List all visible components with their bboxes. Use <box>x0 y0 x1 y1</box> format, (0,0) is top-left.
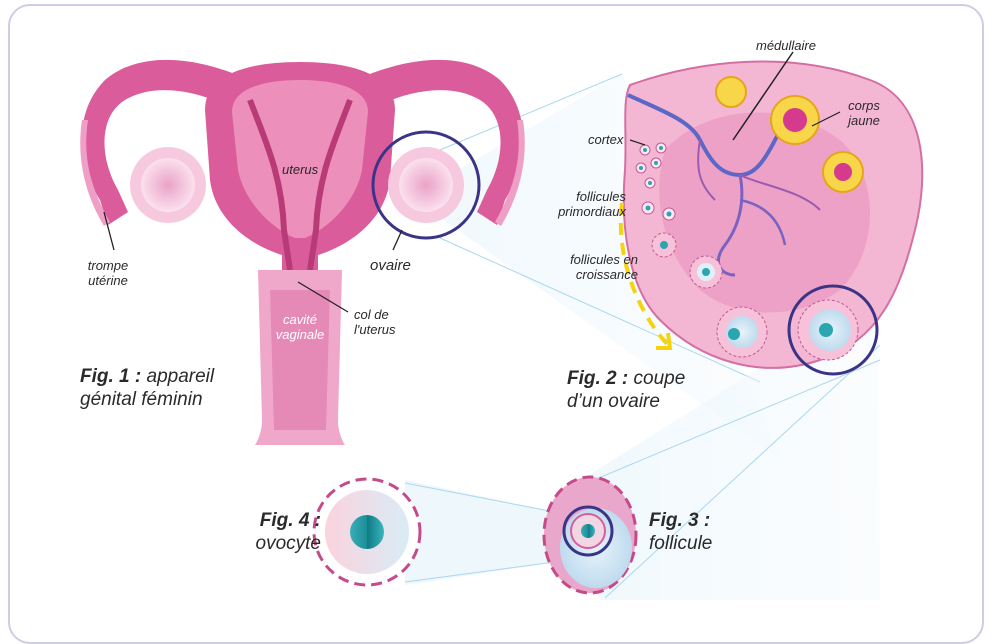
label-primordiaux-line1: follicules <box>526 189 626 204</box>
label-cavite-line1: cavité <box>258 312 342 327</box>
label-cavite-line2: vaginale <box>258 327 342 342</box>
caption-fig-2: Fig. 2 : coupe d’un ovaire <box>567 367 685 413</box>
label-col-line2: l'uterus <box>354 322 396 337</box>
caption-fig-1-line2: génital féminin <box>80 388 214 411</box>
caption-fig-1-number: Fig. 1 : <box>80 366 141 387</box>
label-follicules-croissance: follicules en croissance <box>526 252 638 282</box>
caption-fig-3: Fig. 3 : follicule <box>649 509 712 555</box>
label-trompe-uterine: trompe utérine <box>68 258 148 288</box>
label-trompe-line2: utérine <box>68 273 148 288</box>
label-corps-jaune: corps jaune <box>834 98 894 128</box>
caption-fig-3-line2: follicule <box>649 532 712 555</box>
label-corps-line1: corps <box>834 98 894 113</box>
label-col-line1: col de <box>354 307 396 322</box>
label-follicules-primordiaux: follicules primordiaux <box>526 189 626 219</box>
label-trompe-line1: trompe <box>68 258 148 273</box>
label-medullaire: médullaire <box>756 38 816 53</box>
follicle-illustration <box>544 477 636 593</box>
oocyte-illustration <box>314 479 420 585</box>
label-primordiaux-line2: primordiaux <box>526 204 626 219</box>
caption-fig-2-line2: d’un ovaire <box>567 390 685 413</box>
caption-fig-1-line1: appareil <box>147 366 215 387</box>
label-col-uterus: col de l'uterus <box>354 307 396 337</box>
label-cortex: cortex <box>588 132 623 147</box>
caption-fig-4: Fig. 4 : ovocyte <box>231 509 321 555</box>
caption-fig-3-number: Fig. 3 : <box>649 510 710 531</box>
caption-fig-4-line2: ovocyte <box>231 532 321 555</box>
anatomy-illustration <box>0 0 995 621</box>
label-uterus: uterus <box>282 162 318 177</box>
caption-fig-2-number: Fig. 2 : <box>567 368 628 389</box>
label-cavite-vaginale: cavité vaginale <box>258 312 342 342</box>
caption-fig-2-line1: coupe <box>634 368 686 389</box>
label-corps-line2: jaune <box>834 113 894 128</box>
caption-fig-1: Fig. 1 : appareil génital féminin <box>80 365 214 411</box>
label-croissance-line1: follicules en <box>526 252 638 267</box>
label-ovaire: ovaire <box>370 257 411 274</box>
label-croissance-line2: croissance <box>526 267 638 282</box>
caption-fig-4-number: Fig. 4 : <box>260 510 321 531</box>
